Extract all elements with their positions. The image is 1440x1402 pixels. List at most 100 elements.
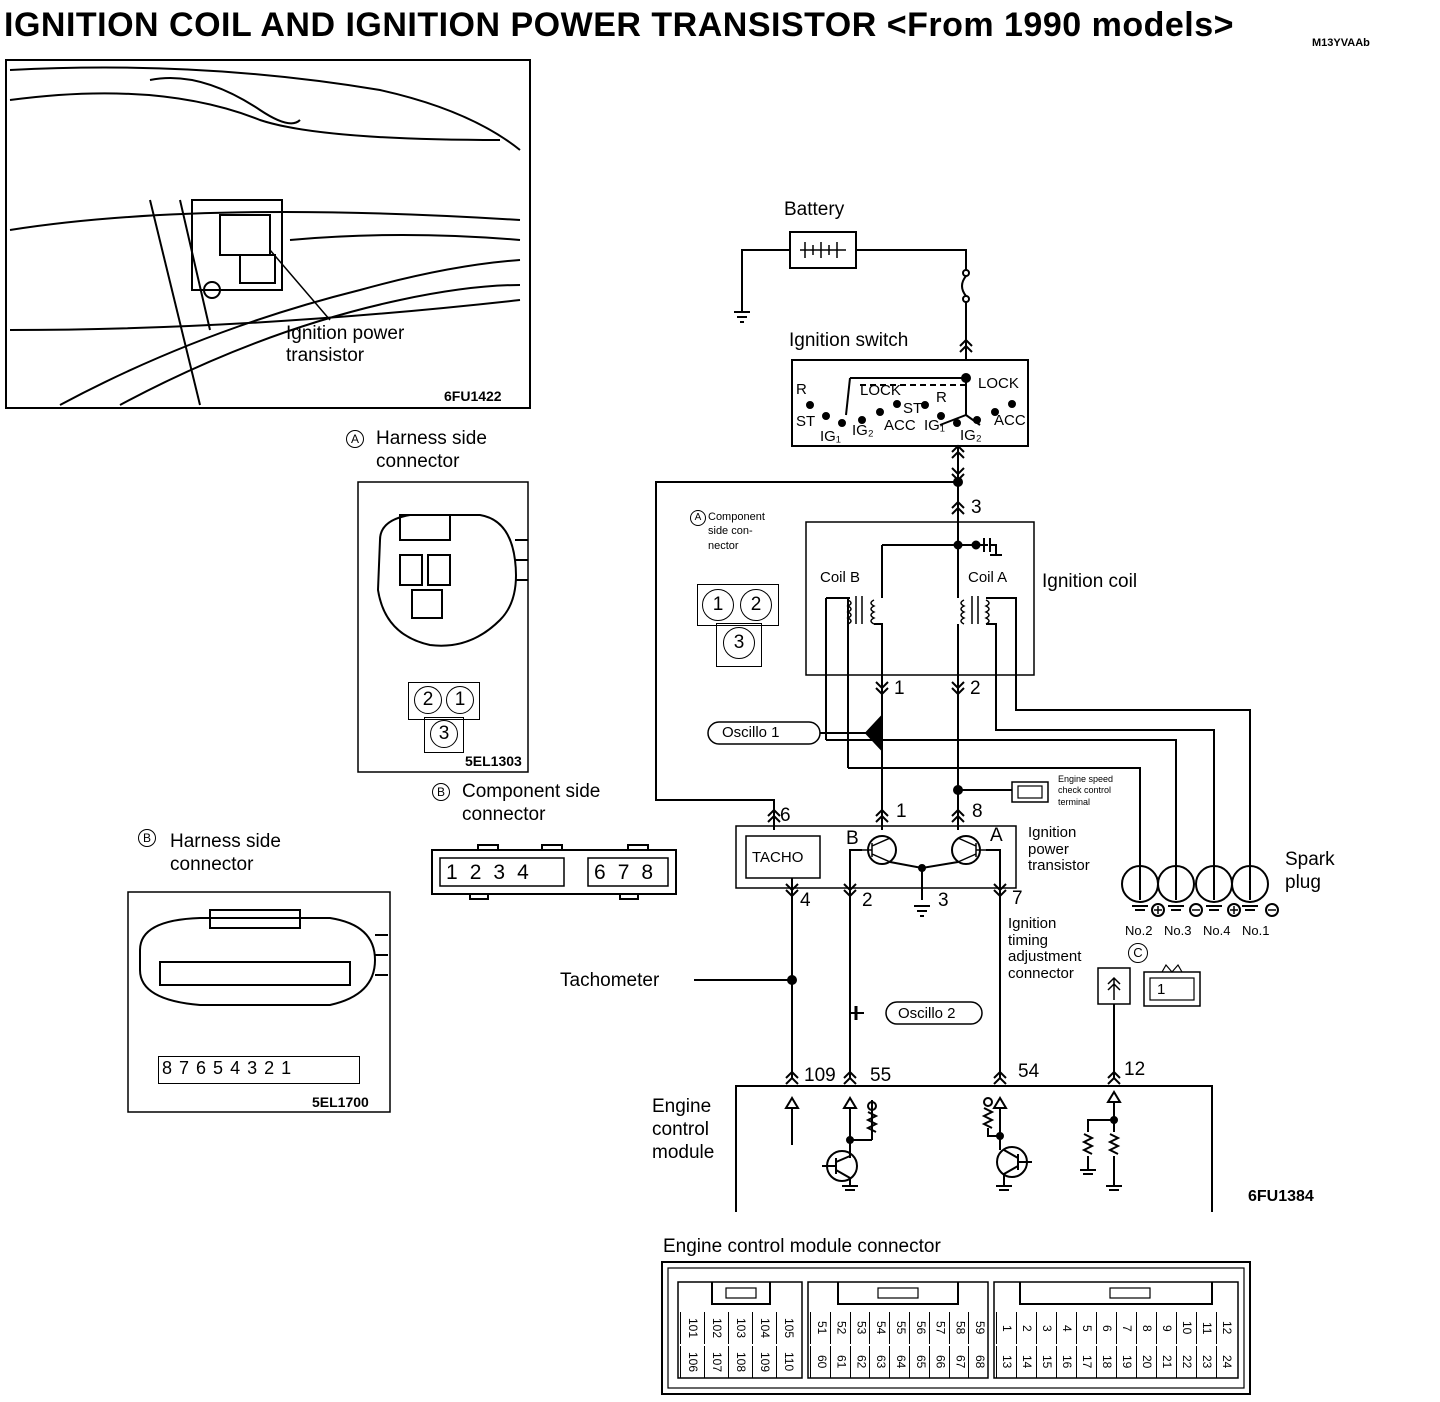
spark-plug-symbols	[1121, 865, 1279, 917]
switch-term: ACC	[994, 412, 1026, 429]
pin: 7	[179, 1058, 197, 1078]
pin: 1	[281, 1058, 299, 1078]
plug-label: No.2	[1125, 923, 1153, 938]
ecm-connector-pin: 7	[1116, 1312, 1136, 1344]
oscillo-1-label: Oscillo 1	[722, 724, 780, 741]
connector-a-component-pin: 2	[740, 589, 772, 621]
connector-a-harness-pin: 2	[414, 686, 442, 714]
connector-a-component-lower	[716, 623, 762, 667]
connector-b-component-label: Component side connector	[462, 781, 601, 825]
wiring	[655, 231, 1279, 1212]
pin: 3	[493, 861, 518, 884]
ecm-connector-pin: 68	[968, 1346, 988, 1378]
ecm-pin-label: 12	[1124, 1059, 1146, 1080]
ecm-connector-pin: 6	[1096, 1312, 1116, 1344]
ecm-connector-pin: 12	[1216, 1312, 1236, 1344]
ecm-connector-pin: 59	[968, 1312, 988, 1344]
ecm-connector-pin: 14	[1016, 1346, 1036, 1378]
spark-plug-label: Spark plug	[1285, 849, 1335, 893]
ecm-connector-pin: 55	[889, 1312, 909, 1344]
photo-code: 6FU1422	[444, 388, 502, 404]
ecm-connector-pin: 53	[849, 1312, 870, 1344]
coil-pin-1-label: 1	[894, 678, 905, 699]
plug-label: No.1	[1242, 923, 1270, 938]
switch-term: R	[936, 389, 947, 406]
timing-connector-label: Ignition timing adjustment connector	[1008, 915, 1082, 982]
ecm-connector-pin: 52	[829, 1312, 850, 1344]
connector-a-harness-drawing	[357, 481, 529, 773]
ecm-connector-pin: 10	[1176, 1312, 1196, 1344]
ecm-connector-pin: 60	[810, 1346, 830, 1378]
wire-pin-3-label: 3	[971, 497, 982, 518]
ecm-connector-pin: 21	[1156, 1346, 1176, 1378]
engine-speed-terminal-label: Engine speed check control terminal	[1058, 774, 1114, 807]
transistor-pin-4-label: 4	[800, 890, 811, 911]
pin: 1	[446, 861, 470, 884]
transistor-pin-2-label: 2	[862, 890, 873, 911]
tachometer-label: Tachometer	[560, 970, 660, 991]
connector-a-component-pin: 1	[702, 589, 734, 621]
connector-a-harness-code: 5EL1303	[465, 753, 522, 769]
pin: 4	[517, 861, 541, 884]
reference-code: M13YVAAb	[1312, 37, 1370, 49]
pin: 5	[213, 1058, 231, 1078]
transistor-pin-7-label: 7	[1012, 888, 1023, 909]
ecm-connector-pin: 110	[776, 1346, 800, 1378]
transistor-label: Ignition power transistor	[1028, 824, 1090, 874]
connector-b-component-pins-left: 1234	[446, 862, 541, 883]
ecm-connector-outline	[661, 1261, 1251, 1395]
switch-term: ACC	[884, 417, 916, 434]
ecm-connector-pin: 109	[752, 1346, 776, 1378]
ecm-connector-pin: 51	[810, 1312, 830, 1344]
connector-a-harness-pin: 3	[430, 720, 458, 748]
ignition-switch-label: Ignition switch	[789, 330, 909, 351]
switch-term: IG₂	[960, 427, 982, 444]
ecm-connector-pin: 5	[1076, 1312, 1096, 1344]
switch-term: R	[796, 381, 807, 398]
connector-a-component-pin: 3	[723, 627, 755, 659]
ecm-connector-pin: 64	[889, 1346, 909, 1378]
plug-label: No.4	[1203, 923, 1231, 938]
ecm-connector-pin: 57	[928, 1312, 949, 1344]
oscillo-2-label: Oscillo 2	[898, 1005, 956, 1022]
connector-b-harness-code: 5EL1700	[312, 1094, 369, 1110]
ecm-connector-label: Engine control module connector	[663, 1236, 941, 1257]
ecm-pin-label: 109	[804, 1065, 836, 1086]
ecm-connector-pin: 108	[728, 1346, 752, 1378]
engine-photo	[5, 59, 531, 409]
ecm-connector-pin: 8	[1136, 1312, 1156, 1344]
transistor-b-label: B	[846, 828, 859, 849]
battery-label: Battery	[784, 199, 845, 220]
ignition-coil-label: Ignition coil	[1042, 571, 1138, 592]
ecm-pin-label: 54	[1018, 1061, 1040, 1082]
pin: 7	[617, 861, 642, 884]
ecm-connector-pin: 56	[909, 1312, 929, 1344]
connector-a-harness-pin: 1	[446, 686, 474, 714]
ecm-connector-pin: 15	[1036, 1346, 1056, 1378]
pin: 8	[162, 1058, 180, 1078]
connector-c-pin: 1	[1157, 981, 1166, 998]
ecm-connector-pin: 24	[1216, 1346, 1236, 1378]
ecm-connector-pin: 13	[996, 1346, 1016, 1378]
switch-term: LOCK	[978, 375, 1019, 392]
switch-term: IG₁	[924, 417, 945, 434]
switch-term: IG₂	[852, 422, 874, 439]
ecm-connector-pin: 22	[1176, 1346, 1196, 1378]
connector-b-harness-label: Harness side connector	[170, 831, 281, 875]
pin: 6	[594, 861, 618, 884]
ecm-connector-pin: 19	[1116, 1346, 1136, 1378]
ecm-connector-pin: 62	[849, 1346, 870, 1378]
pin: 4	[230, 1058, 248, 1078]
ecm-label: Engine control module	[652, 1096, 715, 1163]
ecm-connector-pin: 106	[680, 1346, 704, 1378]
ecm-connector-pin: 66	[928, 1346, 949, 1378]
connector-a-harness-lower	[424, 717, 464, 753]
ecm-connector-pin: 1	[996, 1312, 1016, 1344]
tacho-label: TACHO	[752, 849, 804, 866]
connector-b-harness-pins: 87654321	[162, 1059, 298, 1077]
ecm-connector-pin: 63	[869, 1346, 889, 1378]
ecm-connector-pin: 54	[869, 1312, 889, 1344]
connector-b-component-pins-right: 678	[594, 862, 665, 883]
marker-a-component: A	[690, 510, 706, 526]
